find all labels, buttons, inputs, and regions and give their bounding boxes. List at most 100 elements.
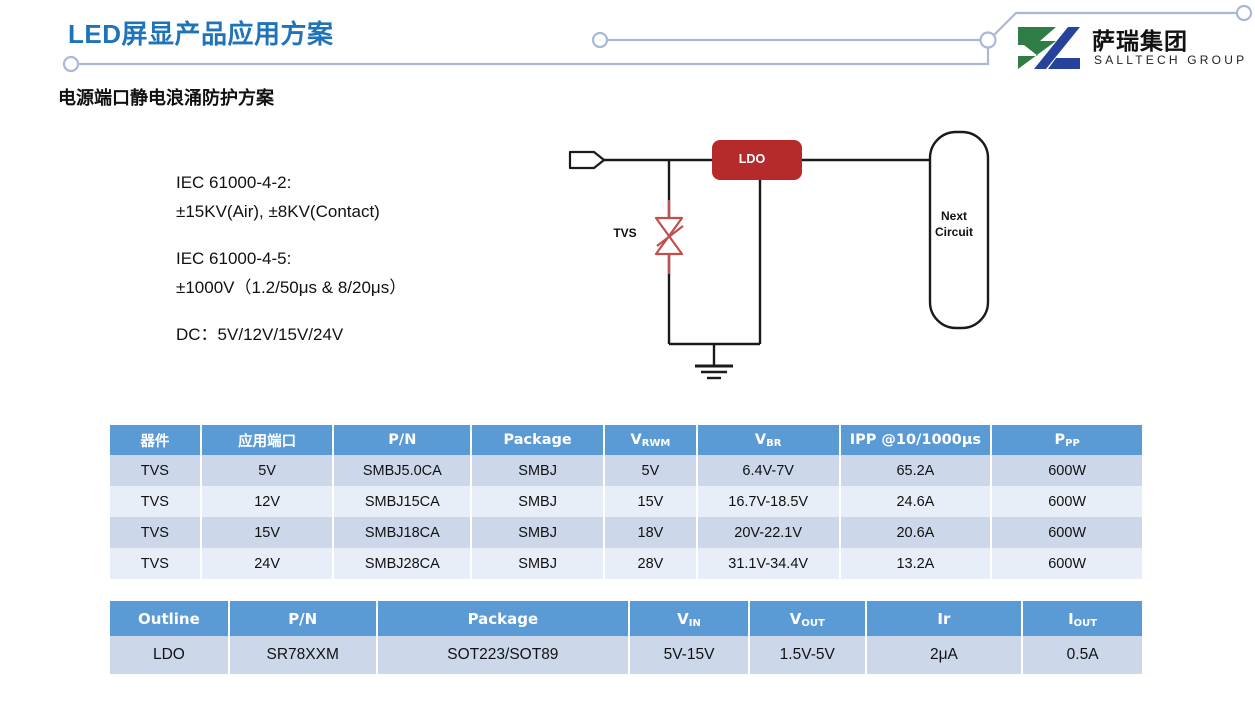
column-header-base: V (677, 609, 689, 628)
column-header-4: VRWM (603, 425, 698, 455)
input-connector-icon (568, 150, 606, 170)
column-header-5: Ir (864, 601, 1024, 636)
column-header-0: 器件 (108, 425, 202, 455)
next-circuit-block (928, 130, 990, 330)
table-cell-r3-c3: SMBJ (470, 548, 606, 579)
column-header-3: Package (470, 425, 606, 455)
company-logo: 萨瑞集团 SALLTECH GROUP (1016, 22, 1248, 74)
table-cell-r1-c0: TVS (108, 486, 202, 517)
table-cell-r1-c6: 24.6A (838, 486, 993, 517)
table-cell-r1-c3: SMBJ (470, 486, 606, 517)
dc-voltage-line: DC：5V/12V/15V/24V (176, 325, 344, 344)
table-cell-r3-c1: 24V (199, 548, 335, 579)
column-header-subscript: RWM (641, 438, 671, 449)
next-circuit-label: Next Circuit (922, 208, 986, 240)
table-cell-r0-c1: SR78XXM (227, 636, 378, 674)
salltech-logo-icon (1018, 27, 1080, 69)
table-cell-r0-c4: 5V (603, 455, 698, 486)
table-cell-r0-c6: 65.2A (838, 455, 993, 486)
table-cell-r2-c3: SMBJ (470, 517, 606, 548)
column-header-subscript: OUT (801, 617, 825, 629)
ldo-label: LDO (738, 152, 766, 166)
column-header-base: P (1054, 432, 1066, 448)
column-header-6: IPP @10/1000μs (838, 425, 993, 455)
circuit-diagram (568, 130, 990, 380)
table-cell-r0-c4: 1.5V-5V (747, 636, 867, 674)
tvs-label: TVS (613, 226, 637, 240)
tvs-diode-icon (654, 200, 684, 274)
surge-standard-line: IEC 61000-4-5: (176, 249, 292, 268)
spec-spacer (176, 226, 406, 244)
table-cell-r0-c5: 2μA (864, 636, 1024, 674)
column-header-4: VOUT (747, 601, 867, 636)
ldo-block (712, 140, 802, 180)
column-header-base: V (754, 432, 767, 448)
column-header-base: I (1068, 609, 1074, 628)
logo-name-cn: 萨瑞集团 (1092, 29, 1188, 55)
column-header-base: V (630, 432, 642, 448)
table-cell-r0-c7: 600W (990, 455, 1144, 486)
column-header-base: V (789, 609, 802, 628)
table-cell-r2-c6: 20.6A (838, 517, 993, 548)
table-cell-r0-c1: 5V (199, 455, 335, 486)
table-cell-r3-c7: 600W (990, 548, 1144, 579)
spec-spacer-2 (176, 302, 406, 320)
table-cell-r2-c4: 18V (603, 517, 698, 548)
section-title: 电源端口静电浪涌防护方案 (58, 88, 274, 108)
column-header-subscript: PP (1065, 438, 1080, 449)
ground-icon (695, 344, 733, 380)
table-cell-r3-c2: SMBJ28CA (332, 548, 473, 579)
table-cell-r1-c1: 12V (199, 486, 335, 517)
column-header-subscript: BR (766, 438, 782, 449)
table-cell-r1-c7: 600W (990, 486, 1144, 517)
table-cell-r0-c0: LDO (108, 636, 230, 674)
table-cell-r0-c3: 5V-15V (628, 636, 750, 674)
next-circuit-line-1: Next (940, 209, 967, 223)
table-cell-r3-c0: TVS (108, 548, 202, 579)
logo-name-en: SALLTECH GROUP (1094, 53, 1248, 67)
table-cell-r2-c2: SMBJ18CA (332, 517, 473, 548)
column-header-0: Outline (108, 601, 230, 636)
column-header-subscript: OUT (1073, 617, 1098, 629)
table-cell-r2-c7: 600W (990, 517, 1144, 548)
table-cell-r0-c3: SMBJ (470, 455, 606, 486)
column-header-1: 应用端口 (199, 425, 335, 455)
header-decoration (62, 4, 1253, 73)
table-cell-r0-c6: 0.5A (1021, 636, 1144, 674)
table-cell-r2-c5: 20V-22.1V (695, 517, 841, 548)
column-header-6: IOUT (1021, 601, 1144, 636)
table-cell-r0-c2: SOT223/SOT89 (375, 636, 631, 674)
surge-value-line: ±1000V（1.2/50μs & 8/20μs） (176, 278, 407, 297)
table-cell-r3-c5: 31.1V-34.4V (695, 548, 841, 579)
table-cell-r1-c4: 15V (603, 486, 698, 517)
table-cell-r2-c0: TVS (108, 517, 202, 548)
next-circuit-line-2: Circuit (934, 225, 973, 239)
page-title: LED屏显产品应用方案 (68, 19, 334, 49)
specification-text: IEC 61000-4-2: ±15KV(Air), ±8KV(Contact)… (176, 168, 406, 349)
table-cell-r2-c1: 15V (199, 517, 335, 548)
table-cell-r0-c0: TVS (108, 455, 202, 486)
column-header-7: PPP (990, 425, 1144, 455)
table-cell-r0-c5: 6.4V-7V (695, 455, 841, 486)
table-cell-r1-c5: 16.7V-18.5V (695, 486, 841, 517)
column-header-1: P/N (227, 601, 378, 636)
column-header-2: P/N (332, 425, 473, 455)
table-cell-r3-c4: 28V (603, 548, 698, 579)
column-header-subscript: IN (688, 617, 701, 629)
esd-value-line: ±15KV(Air), ±8KV(Contact) (176, 202, 380, 221)
column-header-2: Package (375, 601, 631, 636)
table-cell-r0-c2: SMBJ5.0CA (332, 455, 473, 486)
column-header-3: VIN (628, 601, 750, 636)
